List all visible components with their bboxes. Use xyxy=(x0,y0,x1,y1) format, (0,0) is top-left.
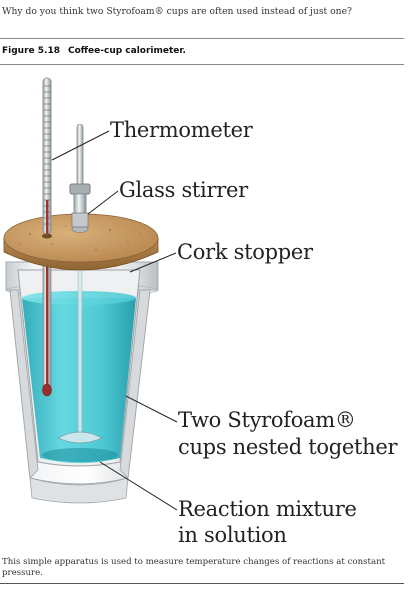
figure-number: Figure 5.18 xyxy=(2,46,60,56)
figure-footnote: This simple apparatus is used to measure… xyxy=(2,557,386,578)
caption-divider xyxy=(0,64,404,65)
leader-stirrer xyxy=(87,190,119,215)
label-mixture-line1: Reaction mixture xyxy=(178,497,357,521)
figure-caption: Figure 5.18 Coffee-cup calorimeter. xyxy=(2,45,186,57)
label-glass-stirrer: Glass stirrer xyxy=(119,178,248,202)
leader-thermometer xyxy=(51,130,110,161)
top-divider xyxy=(0,38,404,39)
stirrer-collar xyxy=(69,123,91,228)
question-text: Why do you think two Styrofoam® cups are… xyxy=(2,6,352,17)
leader-mixture xyxy=(99,461,178,511)
calorimeter-illustration xyxy=(3,77,178,511)
label-mixture-line2: in solution xyxy=(178,523,287,547)
label-cork-stopper: Cork stopper xyxy=(177,240,313,264)
thermometer-fluid xyxy=(46,200,49,234)
label-cups-line1: Two Styrofoam® xyxy=(178,408,356,432)
figure-title: Coffee-cup calorimeter. xyxy=(67,46,186,56)
leader-cork xyxy=(129,252,177,273)
bottom-divider xyxy=(0,583,404,584)
cork-stopper xyxy=(3,213,159,271)
label-cups-line2: cups nested together xyxy=(178,435,398,459)
leader-cups xyxy=(125,395,178,423)
label-thermometer: Thermometer xyxy=(110,118,253,142)
leader-lines xyxy=(51,130,178,511)
